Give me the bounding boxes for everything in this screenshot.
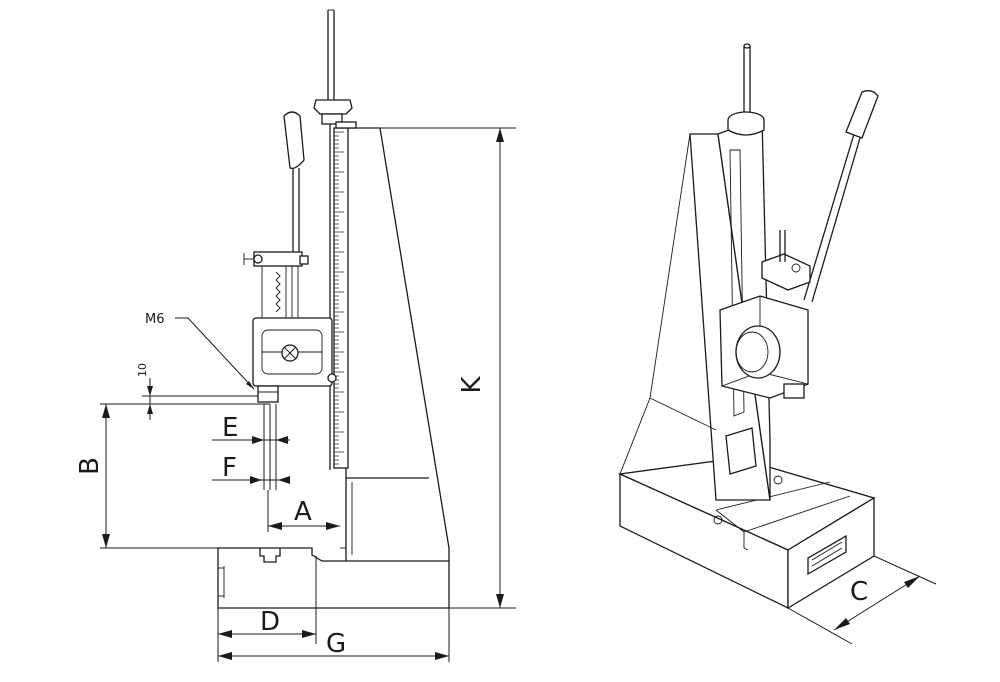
scale-ticks [334, 131, 344, 465]
iso-lever-arm [811, 137, 861, 303]
stop-clamp-nub [299, 255, 309, 265]
e-arrow-right [276, 436, 288, 444]
spring [275, 271, 281, 313]
g-label: G [326, 629, 346, 659]
c-extension-right [873, 555, 937, 585]
g-arrow-right [435, 652, 449, 660]
iso-stop-screw [791, 263, 801, 273]
tool-holder [257, 385, 279, 403]
d-label: D [260, 607, 280, 637]
iso-lever-arm [803, 133, 855, 301]
stop-screw [253, 254, 263, 264]
k-arrow-top [496, 128, 504, 142]
iso-base-hole [773, 475, 783, 485]
iso-stop-clamp [761, 253, 811, 291]
iso-column-window [725, 427, 757, 475]
iso-t-slot-edge [743, 532, 749, 551]
top-nut [313, 99, 353, 115]
iso-lever-grip [845, 90, 879, 139]
c-dimension: C [787, 555, 937, 645]
iso-column-knee [649, 397, 717, 431]
t-slot-screw [259, 548, 281, 563]
lever-grip [283, 111, 305, 169]
ten-arrow-bottom [147, 404, 153, 414]
iso-column-lower [619, 133, 691, 475]
f-arrow-right [278, 476, 290, 484]
a-arrow-left [268, 522, 282, 530]
column [346, 127, 450, 561]
c-label: C [850, 577, 868, 607]
scale-ruler [333, 127, 349, 469]
side-view: M6 [145, 9, 450, 609]
e-arrow-left [252, 436, 264, 444]
carriage-pin [327, 373, 337, 383]
iso-t-slot [715, 481, 851, 533]
ten-label: 10 [136, 363, 149, 377]
d-arrow-right [302, 630, 316, 638]
c-arrow-left [834, 618, 850, 630]
iso-base-hole [713, 515, 723, 525]
iso-top-nut-side [727, 120, 765, 136]
carriage-screw-slot [283, 346, 297, 360]
isometric-view [617, 43, 879, 610]
m6-label: M6 [145, 312, 165, 327]
base-block [217, 547, 450, 609]
iso-spindle [783, 383, 805, 399]
top-bracket [335, 121, 357, 129]
m6-arrowhead [246, 381, 254, 389]
dimensions: K B 10 E F A [75, 127, 516, 662]
a-arrow-right [326, 522, 340, 530]
ten-arrow-top [147, 386, 153, 396]
c-extension-left [787, 607, 853, 645]
c-dimension-line [833, 575, 921, 631]
iso-handwheel-inner [735, 331, 769, 373]
iso-plunger-top [743, 43, 751, 49]
e-label: E [222, 413, 238, 443]
k-arrow-bottom [496, 594, 504, 608]
b-arrow-top [102, 404, 110, 418]
b-arrow-bottom [102, 534, 110, 548]
k-label: K [457, 376, 487, 394]
spring-housing [261, 261, 299, 319]
a-label: A [294, 497, 312, 527]
c-arrow-right [904, 576, 920, 588]
f-arrow-left [250, 476, 262, 484]
m6-leader [175, 317, 255, 390]
f-label: F [222, 453, 237, 483]
d-arrow-left [218, 630, 232, 638]
iso-nameplate-lines [811, 541, 843, 567]
g-arrow-left [218, 652, 232, 660]
top-collar [321, 113, 343, 125]
b-label: B [75, 457, 105, 475]
